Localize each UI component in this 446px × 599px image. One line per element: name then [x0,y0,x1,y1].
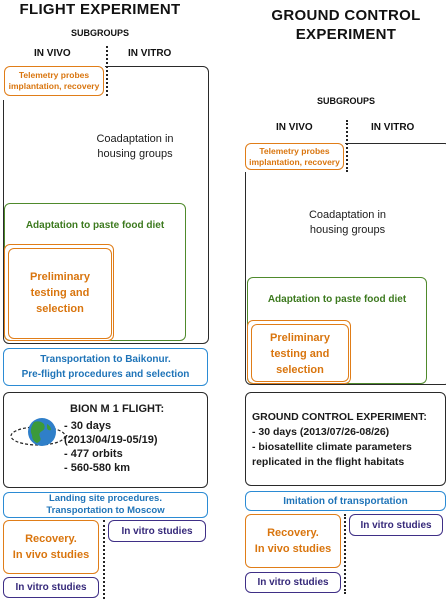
earth-orbit-icon [8,410,68,456]
ground-preliminary-box [247,320,351,384]
ground-gce-text: GROUND CONTROL EXPERIMENT: - 30 days (20… [252,411,427,468]
ground-telemetry-box: Telemetry probes implantation, recovery [245,143,344,170]
flight-in-vitro-studies-right: In vitro studies [108,520,206,542]
flight-coadaptation-text: Coadaptation in housing groups [96,133,174,160]
ground-in-vivo-label: IN VIVO [276,122,313,133]
ground-bottom-divider [344,514,346,594]
ground-in-vitro-label: IN VITRO [371,122,415,133]
ground-housing-cover [243,141,345,172]
flight-bion-box [3,392,208,488]
flight-preliminary-text: Preliminary testing and selection [30,271,90,315]
ground-in-vitro-studies-bottom: In vitro studies [245,572,341,593]
ground-imitation-box: Imitation of transportation [245,491,446,511]
flight-preliminary-inner [8,248,112,339]
ground-housing-box [245,143,446,385]
flight-recovery-box: Recovery. In vivo studies [3,520,99,574]
ground-subgroups-label: SUBGROUPS [316,96,375,106]
flight-subgroup-divider [106,46,108,96]
flight-paste-food-label: Adaptation to paste food diet [25,219,165,231]
ground-subgroup-divider [346,120,348,172]
ground-paste-food-label: Adaptation to paste food diet [267,293,407,305]
ground-recovery-box: Recovery. In vivo studies [245,514,341,568]
flight-in-vitro-label: IN VITRO [128,48,172,59]
flight-telemetry-box: Telemetry probes implantation, recovery [4,66,104,96]
flight-in-vivo-label: IN VIVO [34,48,71,59]
ground-title: GROUND CONTROL EXPERIMENT [271,7,421,43]
flight-title: FLIGHT EXPERIMENT [19,1,181,18]
flight-bottom-divider [103,520,105,599]
flight-preliminary-box [4,244,114,341]
ground-coadaptation-text: Coadaptation in housing groups [308,209,387,236]
ground-preliminary-inner [251,324,349,382]
flight-housing-cover [1,64,105,100]
flight-transport-box: Transportation to Baikonur. Pre-flight p… [3,348,208,386]
flight-in-vitro-studies-bottom: In vitro studies [3,577,99,598]
ground-preliminary-text: Preliminary testing and selection [270,332,330,376]
flight-landing-box: Landing site procedures. Transportation … [3,492,208,518]
flight-housing-box [3,66,209,344]
flight-bion-lines: - 30 days (2013/04/19-05/19) - 477 orbit… [64,420,158,474]
flight-bion-title: BION M 1 FLIGHT: [70,403,165,415]
ground-in-vitro-studies-right: In vitro studies [349,514,443,536]
flight-subgroups-label: SUBGROUPS [70,28,129,38]
